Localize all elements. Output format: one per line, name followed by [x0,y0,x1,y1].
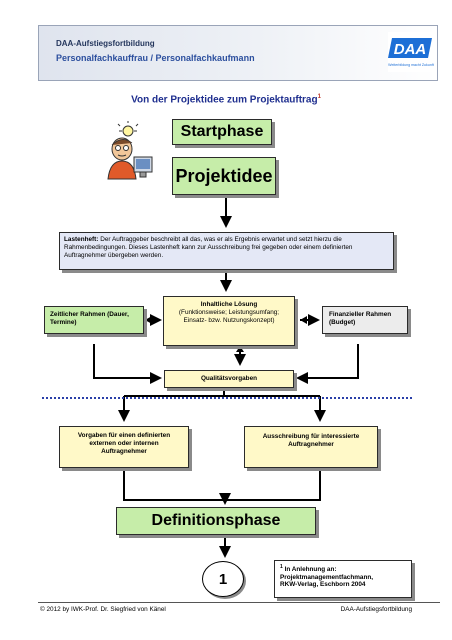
inhaltliche-loesung-box: Inhaltliche Lösung (Funktionsweise; Leis… [163,296,295,346]
connector-circle: 1 [202,561,244,597]
lastenheft-text: Der Auftraggeber beschreibt all das, was… [64,236,353,259]
thinking-person-clipart [96,121,154,181]
footer-copyright: © 2012 by IWK-Prof. Dr. Siegfried von Kä… [40,606,166,613]
footnote-line3: RKW-Verlag, Eschborn 2004 [280,581,366,589]
daa-logo: DAA Weiterbildung macht Zukunft [388,32,434,72]
qualitaetsvorgaben-box: Qualitätsvorgaben [164,370,294,388]
ausschreibung-box: Ausschreibung für interessierte Auftragn… [244,426,378,468]
footnote-line2: Projektmanagementfachmann, [280,573,374,581]
projektidee-box: Projektidee [172,157,276,195]
header-line2: Personalfachkauffrau / Personalfachkaufm… [56,53,255,63]
logo-tagline: Weiterbildung macht Zukunft [388,63,434,67]
header-line1: DAA-Aufstiegsfortbildung [56,39,155,48]
lastenheft-box: Lastenheft: Der Auftraggeber beschreibt … [59,232,394,270]
footer-right: DAA-Aufstiegsfortbildung [340,606,412,613]
title-footnote-mark: 1 [317,94,321,100]
header-banner [38,25,438,81]
definitionsphase-box: Definitionsphase [116,507,316,535]
zeitlicher-rahmen-box: Zeitlicher Rahmen (Dauer, Termine) [44,306,144,334]
footnote-line1: In Anlehnung an: [284,566,337,574]
logo-text: DAA [394,41,427,58]
footer-divider [38,602,440,603]
lastenheft-label: Lastenheft: [64,236,99,243]
finanzieller-rahmen-box: Finanzieller Rahmen (Budget) [322,306,408,334]
vorgaben-box: Vorgaben für einen definierten externen … [59,426,189,468]
startphase-box: Startphase [172,119,272,145]
footnote-box: 1 In Anlehnung an: Projektmanagementfach… [274,560,412,598]
footnote-mark: 1 [280,564,283,570]
title-text: Von der Projektidee zum Projektauftrag [131,94,318,106]
inhaltliche-text: (Funktionsweise; Leistungsumfang; Einsat… [178,309,280,324]
page-title: Von der Projektidee zum Projektauftrag1 [0,94,452,105]
inhaltliche-title: Inhaltliche Lösung [200,301,258,308]
